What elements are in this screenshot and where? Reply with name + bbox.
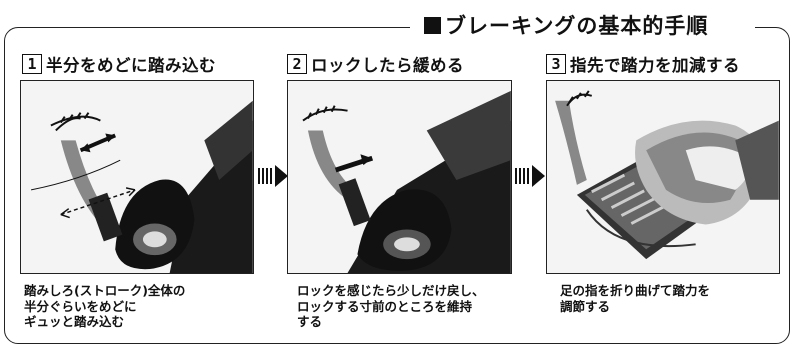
step-2-illustration — [287, 80, 512, 274]
step-3-illustration — [546, 80, 780, 274]
step-1-title: 半分をめどに踏み込む — [46, 56, 216, 75]
foot-half-press-illustration — [21, 81, 253, 273]
caption-line: ロックを感じたら少しだけ戻し、 — [297, 283, 485, 298]
foot-release-illustration — [288, 81, 511, 273]
step-3-caption: 足の指を折り曲げて踏力を 調節する — [560, 283, 710, 314]
title-square-icon — [424, 16, 441, 34]
caption-line: ロックする寸前のところを維持 — [297, 298, 473, 314]
title-bar: ブレーキングの基本的手順 — [410, 8, 755, 42]
caption-line: する — [297, 314, 323, 329]
caption-line: 足の指を折り曲げて踏力を — [560, 283, 711, 298]
caption-line: 踏みしろ(ストローク)全体の — [24, 283, 186, 298]
caption-line: ギュッと踏み込む — [24, 314, 125, 329]
diagram-frame — [4, 27, 790, 344]
step-2-heading: 2 ロックしたら緩める — [287, 52, 464, 76]
step-2-title: ロックしたら緩める — [311, 56, 464, 75]
step-3-number: 3 — [546, 54, 566, 74]
step-2-number: 2 — [287, 54, 307, 74]
caption-line: 半分ぐらいをめどに — [24, 298, 137, 314]
step-3-title: 指先で踏力を加減する — [570, 56, 740, 75]
caption-line: 調節する — [560, 298, 611, 314]
toe-pressure-illustration — [547, 81, 779, 273]
step-1-illustration — [20, 80, 254, 274]
step-1-heading: 1 半分をめどに踏み込む — [22, 52, 216, 76]
next-step-arrow-icon — [513, 163, 547, 189]
step-2-caption: ロックを感じたら少しだけ戻し、 ロックする寸前のところを維持 する — [297, 283, 485, 330]
step-3-heading: 3 指先で踏力を加減する — [546, 52, 740, 76]
next-step-arrow-icon — [256, 163, 290, 189]
page-title: ブレーキングの基本的手順 — [445, 14, 709, 38]
step-1-number: 1 — [22, 54, 42, 74]
step-1-caption: 踏みしろ(ストローク)全体の 半分ぐらいをめどに ギュッと踏み込む — [24, 283, 185, 330]
